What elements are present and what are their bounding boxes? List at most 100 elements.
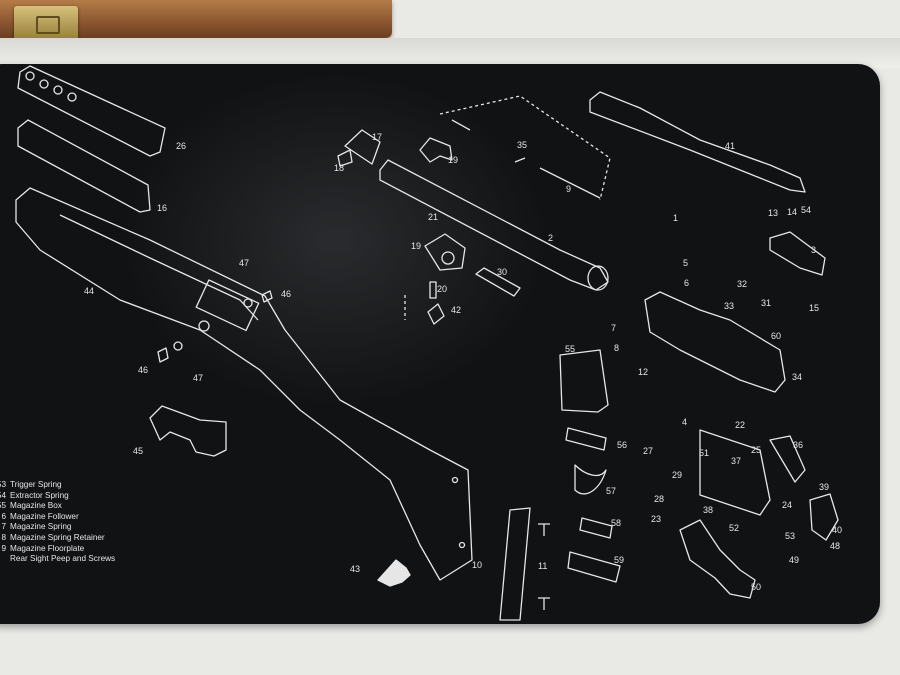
part-label-25: 25 [751, 445, 762, 455]
part-label-48: 48 [830, 541, 841, 551]
barrel-part [379, 159, 609, 291]
part-label-10: 10 [472, 560, 483, 570]
part-label-26: 26 [176, 141, 187, 151]
part-label-3: 3 [811, 245, 817, 255]
legend-number: 53 [0, 480, 6, 489]
part-label-27: 27 [643, 446, 654, 456]
part-label-19b: 19 [411, 241, 422, 251]
part-label-50: 50 [751, 582, 762, 592]
part-label-12: 12 [638, 367, 649, 377]
legend-number: 55 [0, 501, 6, 511]
part-label-56: 56 [617, 440, 628, 450]
part-label-46b: 46 [138, 365, 149, 375]
part-label-28: 28 [654, 494, 665, 504]
part-label-23: 23 [651, 514, 662, 524]
legend-name: Magazine Box [10, 501, 62, 511]
legend-row: 6 Magazine Follower [0, 512, 115, 523]
part-label-14: 14 [787, 207, 798, 217]
legend-number: 7 [1, 522, 6, 532]
legend-row: 8 Magazine Spring Retainer [0, 533, 115, 544]
part-label-18: 18 [334, 163, 345, 173]
part-label-43: 43 [350, 564, 361, 574]
parts-legend: 53Trigger Spring 54Extractor Spring 55Ma… [0, 480, 115, 565]
legend-row: Rear Sight Peep and Screws [0, 554, 115, 565]
legend-name: Magazine Spring [10, 522, 72, 532]
part-label-7: 7 [611, 323, 617, 333]
receiver-part [644, 291, 786, 393]
trigger-guard-part [679, 519, 756, 599]
legend-row: 54 Extractor Spring [0, 491, 115, 502]
part-label-34: 34 [792, 372, 803, 382]
operating-rod-part [589, 91, 806, 193]
table-surface [0, 38, 900, 68]
part-label-58: 58 [611, 518, 622, 528]
legend-name: Extractor Spring [10, 490, 69, 500]
part-label-33: 33 [724, 301, 735, 311]
part-label-45: 45 [133, 446, 144, 456]
part-label-15: 15 [809, 303, 820, 313]
part-label-9: 9 [566, 184, 572, 194]
part-label-39: 39 [819, 482, 830, 492]
top-cover-part [17, 119, 151, 213]
legend-number: 9 [1, 543, 6, 553]
buttplate-part [499, 507, 531, 621]
part-label-16: 16 [157, 203, 168, 213]
clip-part [149, 405, 227, 457]
part-label-19a: 19 [448, 155, 459, 165]
part-label-8: 8 [614, 343, 620, 353]
part-label-20: 20 [437, 284, 448, 294]
part-label-30: 30 [497, 267, 508, 277]
stock-part [15, 187, 473, 581]
part-label-38: 38 [703, 505, 714, 515]
part-label-2: 2 [548, 233, 554, 243]
part-label-37: 37 [731, 456, 742, 466]
legend-name: Rear Sight Peep and Screws [10, 554, 116, 564]
part-label-4: 4 [682, 417, 688, 427]
part-label-41: 41 [725, 141, 736, 151]
part-label-6: 6 [684, 278, 690, 288]
part-label-35: 35 [517, 140, 528, 150]
part-label-32: 32 [737, 279, 748, 289]
part-label-55: 55 [565, 344, 576, 354]
part-label-40: 40 [832, 525, 843, 535]
legend-number: 6 [1, 511, 6, 521]
part-label-46a: 46 [281, 289, 292, 299]
part-label-49: 49 [789, 555, 800, 565]
handguard-part [17, 65, 166, 157]
part-label-51: 51 [699, 448, 710, 458]
part-label-21: 21 [428, 212, 439, 222]
part-label-59: 59 [614, 555, 625, 565]
part-label-24: 24 [782, 500, 793, 510]
legend-row: 9 Magazine Floorplate [0, 544, 115, 555]
legend-row: 53 Trigger Spring [0, 480, 115, 491]
part-label-36: 36 [793, 440, 804, 450]
legend-name: Magazine Floorplate [10, 543, 85, 553]
part-label-42: 42 [451, 305, 462, 315]
part-label-54: 54 [801, 205, 812, 215]
part-label-22: 22 [735, 420, 746, 430]
part-label-5: 5 [683, 258, 689, 268]
part-label-17: 17 [372, 132, 383, 142]
legend-number: 54 [0, 490, 6, 500]
part-label-53: 53 [785, 531, 796, 541]
legend-name: Magazine Follower [10, 511, 79, 521]
brass-latch [14, 6, 78, 44]
part-label-29: 29 [672, 470, 683, 480]
legend-row: 7 Magazine Spring [0, 522, 115, 533]
part-label-47b: 47 [193, 373, 204, 383]
part-label-11: 11 [538, 561, 548, 571]
part-label-60: 60 [771, 331, 782, 341]
part-label-52: 52 [729, 523, 740, 533]
part-label-57: 57 [606, 486, 617, 496]
part-label-13: 13 [768, 208, 779, 218]
part-label-31: 31 [761, 298, 772, 308]
part-label-47a: 47 [239, 258, 250, 268]
part-label-1: 1 [673, 213, 679, 223]
gun-cleaning-mat [0, 64, 880, 624]
legend-name: Magazine Spring Retainer [10, 532, 105, 542]
legend-number: 8 [1, 532, 6, 542]
legend-row: 55 Magazine Box [0, 501, 115, 512]
part-label-44: 44 [84, 286, 95, 296]
legend-name: Trigger Spring [10, 480, 62, 489]
